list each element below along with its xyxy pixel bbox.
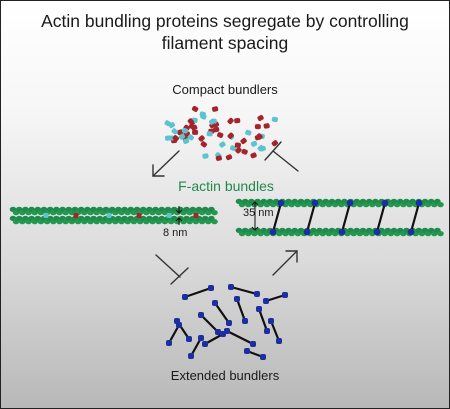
compact-bundler-particle [219, 141, 226, 148]
compact-bundler-particle [256, 133, 263, 140]
compact-bundler-particle [250, 140, 258, 147]
extended-bundler-particle [166, 322, 182, 346]
extended-crosslinker [407, 199, 423, 236]
actin-filament [235, 227, 444, 237]
compact-bundler-particle [271, 116, 279, 123]
actin-filament [235, 198, 444, 208]
compact-bundler-particle [178, 133, 186, 140]
compact-bundler-particle [187, 134, 194, 141]
compact-bundler-particle [227, 132, 234, 139]
compact-bundler-particle [234, 117, 241, 124]
compact-bundler-particle [254, 124, 261, 130]
compact-bundler-particle [235, 147, 242, 154]
figure-title-line-2: filament spacing [161, 33, 289, 53]
compact-bundler-particle [257, 114, 264, 121]
spacing-marker-8nm [175, 206, 183, 225]
compact-bundler-particle [263, 123, 270, 129]
compact-bundler-particle [240, 137, 247, 145]
compact-actin-bundle [9, 206, 218, 225]
extended-crosslinker [269, 199, 285, 236]
extended-bundlers-label: Extended bundlers [170, 368, 280, 383]
compact-bundler-particle [187, 118, 194, 125]
compact-bundler-particle [181, 127, 189, 134]
compact-bundlers-cluster [164, 105, 279, 161]
extended-bundler-particle [224, 328, 256, 347]
compact-bundler-particle [225, 154, 233, 161]
compact-bundler-particle [209, 118, 216, 125]
arrow-down-left-icon [152, 150, 180, 177]
extended-bundler-particle [202, 331, 226, 347]
compact-bundler-particle [206, 131, 213, 137]
spacing-marker-35nm [251, 201, 259, 231]
compact-bundler-particle [217, 132, 224, 138]
compact-crosslinker [106, 213, 112, 218]
compact-crosslinker [166, 213, 172, 218]
compact-bundler-particle [271, 140, 279, 147]
compact-bundler-particle [171, 128, 178, 135]
extended-bundler-particle [263, 292, 288, 304]
inhibit-bar-top-icon [264, 141, 299, 172]
actin-filament [9, 215, 218, 225]
inhibit-bar-bottom-icon [155, 254, 189, 285]
extended-crosslinker [373, 199, 389, 236]
compact-crosslinker [136, 213, 142, 218]
compact-bundler-particle [245, 129, 252, 136]
extended-bundler-particle [212, 300, 232, 326]
compact-bundler-particle [250, 152, 257, 159]
compact-bundler-particle [213, 126, 220, 133]
extended-crosslinker [338, 199, 354, 236]
extended-actin-bundle [235, 198, 444, 237]
extended-bundlers-cluster [166, 284, 288, 360]
arrow-up-right-icon [272, 250, 298, 276]
compact-bundler-particle [229, 145, 237, 152]
compact-bundler-particle [164, 135, 172, 141]
compact-crosslinker [193, 213, 199, 218]
compact-bundler-particle [257, 145, 264, 152]
extended-bundler-particle [256, 306, 270, 334]
compact-bundler-particle [234, 142, 241, 148]
compact-bundler-particle [200, 141, 208, 148]
compact-bundler-particle [191, 105, 199, 112]
extended-bundler-particle [228, 284, 260, 297]
extended-bundler-particle [244, 348, 266, 360]
extended-bundler-particle [234, 296, 248, 324]
spacing-label-35nm: 35 nm [243, 207, 274, 219]
compact-crosslinker [43, 213, 49, 218]
compact-bundler-particle [172, 135, 179, 142]
extended-bundler-particle [182, 285, 214, 300]
compact-crosslinker [73, 213, 79, 218]
actin-filament [9, 206, 218, 216]
compact-bundler-particle [241, 148, 248, 155]
compact-bundlers-label: Compact bundlers [172, 82, 278, 97]
compact-bundler-particle [215, 155, 222, 161]
compact-bundler-particle [176, 129, 184, 136]
compact-bundler-particle [202, 153, 209, 159]
spacing-label-8nm: 8 nm [163, 227, 188, 239]
compact-bundler-particle [198, 135, 205, 142]
factin-bundles-label: F-actin bundles [178, 178, 274, 194]
compact-bundler-particle [211, 106, 219, 112]
compact-bundler-particle [200, 113, 207, 120]
extended-bundler-particle [198, 312, 221, 335]
compact-bundler-particle [164, 120, 171, 127]
figure-title-line-1: Actin bundling proteins segregate by con… [41, 11, 409, 31]
compact-bundler-particle [227, 117, 234, 125]
extended-bundler-particle [268, 318, 282, 344]
extended-bundler-particle [188, 335, 204, 359]
compact-bundler-particle [190, 124, 198, 131]
extended-crosslinker [303, 199, 319, 236]
compact-bundler-particle [192, 129, 199, 135]
compact-bundler-particle [182, 138, 190, 144]
